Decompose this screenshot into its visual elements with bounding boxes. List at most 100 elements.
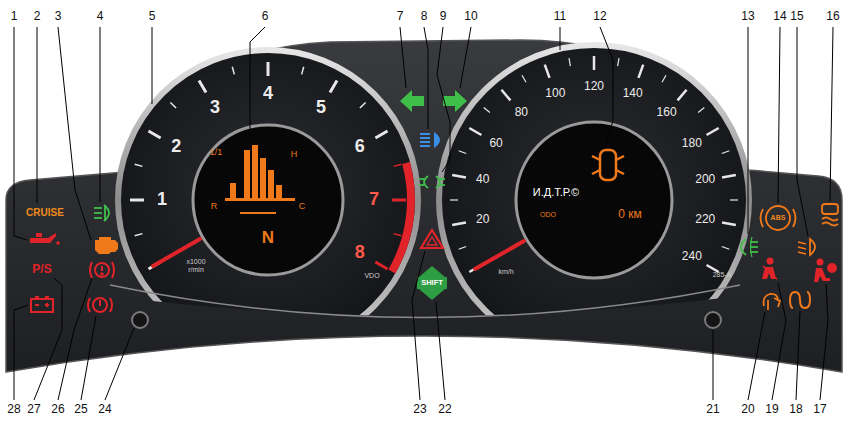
speed-ticks bbox=[452, 175, 466, 177]
abs-icon bbox=[761, 209, 764, 227]
headlight-level-icon bbox=[798, 247, 806, 249]
shift-indicator bbox=[419, 289, 445, 300]
seatbelt-icon bbox=[763, 266, 777, 279]
callout-number: 28 bbox=[7, 403, 20, 416]
high-beam-icon bbox=[420, 137, 430, 139]
tach-ticks bbox=[232, 67, 234, 75]
callout-number: 26 bbox=[51, 403, 64, 416]
tach-number: 2 bbox=[171, 137, 181, 157]
leader-lines bbox=[772, 283, 786, 400]
trim-line bbox=[110, 285, 740, 318]
high-beam-icon bbox=[420, 141, 430, 143]
battery-icon bbox=[45, 296, 49, 298]
tach-ticks bbox=[394, 164, 402, 166]
display-text: И.Д.Т.Р.© bbox=[533, 186, 579, 198]
callout-number: 9 bbox=[440, 10, 447, 23]
brake-pad-icon bbox=[88, 298, 90, 312]
callout-number: 6 bbox=[262, 10, 269, 23]
maintenance-icon bbox=[764, 294, 780, 310]
speed-ticks bbox=[618, 58, 619, 66]
oil-pressure-icon bbox=[30, 233, 60, 245]
fog-lamp-icon bbox=[94, 207, 102, 209]
maintenance-icon bbox=[767, 300, 769, 310]
brake-pad-icon bbox=[110, 298, 112, 312]
shift-indicator bbox=[417, 277, 447, 289]
speed-number: 120 bbox=[584, 80, 604, 93]
leader-lines bbox=[437, 27, 450, 172]
gear-bars bbox=[260, 158, 266, 198]
tach-ticks bbox=[170, 102, 176, 108]
glow-plug-icon bbox=[790, 300, 793, 308]
callout-number: 23 bbox=[413, 403, 426, 416]
high-beam-icon bbox=[434, 132, 440, 148]
tachometer bbox=[118, 50, 418, 350]
battery-icon bbox=[45, 304, 49, 306]
leader-lines bbox=[778, 27, 780, 203]
leader-lines bbox=[412, 251, 425, 400]
side-light-icon bbox=[419, 184, 424, 186]
door-icon bbox=[592, 156, 600, 160]
leader-lines bbox=[105, 328, 134, 400]
airbag-icon bbox=[827, 263, 837, 273]
tach-number: 5 bbox=[316, 98, 326, 118]
tach-ticks bbox=[302, 67, 304, 75]
leader-lines bbox=[748, 312, 765, 400]
brake-pad-icon bbox=[88, 298, 112, 312]
callout-number: 4 bbox=[97, 10, 104, 23]
leader-lines bbox=[830, 27, 833, 201]
speed-ticks bbox=[522, 75, 526, 82]
headlight-level-icon bbox=[798, 252, 806, 254]
glow-plug-icon bbox=[790, 292, 810, 308]
speed-number: 180 bbox=[682, 137, 702, 150]
leader-lines bbox=[797, 27, 808, 236]
abs-icon bbox=[793, 209, 796, 227]
trip-knob bbox=[132, 312, 721, 328]
side-light-icon bbox=[436, 176, 440, 188]
speed-number: 160 bbox=[657, 107, 677, 120]
indicator-text: ABS bbox=[771, 214, 786, 222]
gear-bars bbox=[225, 145, 295, 214]
shift-indicator bbox=[417, 266, 447, 300]
front-fog-icon bbox=[750, 246, 758, 248]
display-text: H bbox=[291, 150, 298, 160]
gauges bbox=[118, 45, 749, 355]
tach-number: 8 bbox=[355, 243, 365, 263]
leader-lines bbox=[14, 27, 833, 400]
maker-text: 285-A bbox=[713, 271, 732, 279]
maker-text: VDO bbox=[364, 272, 379, 280]
speed-number: 40 bbox=[476, 174, 489, 187]
callout-number: 3 bbox=[55, 10, 62, 23]
leader-lines bbox=[424, 27, 428, 129]
speed-ticks bbox=[459, 247, 467, 250]
leader-lines bbox=[152, 27, 153, 104]
side-light-icon bbox=[419, 178, 424, 180]
tach-ticks bbox=[267, 62, 270, 76]
slip-icon bbox=[822, 223, 838, 226]
callout-number: 17 bbox=[813, 403, 826, 416]
brake-pad-icon bbox=[99, 300, 101, 306]
tach-number: 7 bbox=[369, 190, 379, 210]
speed-number: 80 bbox=[515, 107, 528, 120]
front-fog-icon bbox=[741, 237, 758, 257]
battery-icon bbox=[35, 304, 39, 306]
indicator-text: P/S bbox=[32, 263, 51, 276]
callout-number: 8 bbox=[421, 10, 428, 23]
leader-lines bbox=[820, 284, 828, 400]
speed-ticks bbox=[452, 223, 466, 225]
speed-ticks bbox=[459, 151, 467, 154]
callout-number: 2 bbox=[34, 10, 41, 23]
speed-number: 20 bbox=[476, 213, 489, 226]
callout-number: 18 bbox=[789, 403, 802, 416]
tachometer bbox=[118, 50, 418, 350]
leader-lines bbox=[14, 305, 28, 400]
callout-number: 27 bbox=[27, 403, 40, 416]
high-beam-icon bbox=[420, 132, 440, 148]
callout-number: 1 bbox=[11, 10, 18, 23]
tach-ticks bbox=[375, 131, 387, 138]
display-text: C bbox=[299, 202, 306, 212]
leader-lines bbox=[81, 316, 96, 400]
speed-ticks bbox=[722, 247, 730, 250]
trip-knob bbox=[132, 312, 148, 328]
leader-lines bbox=[460, 27, 471, 88]
